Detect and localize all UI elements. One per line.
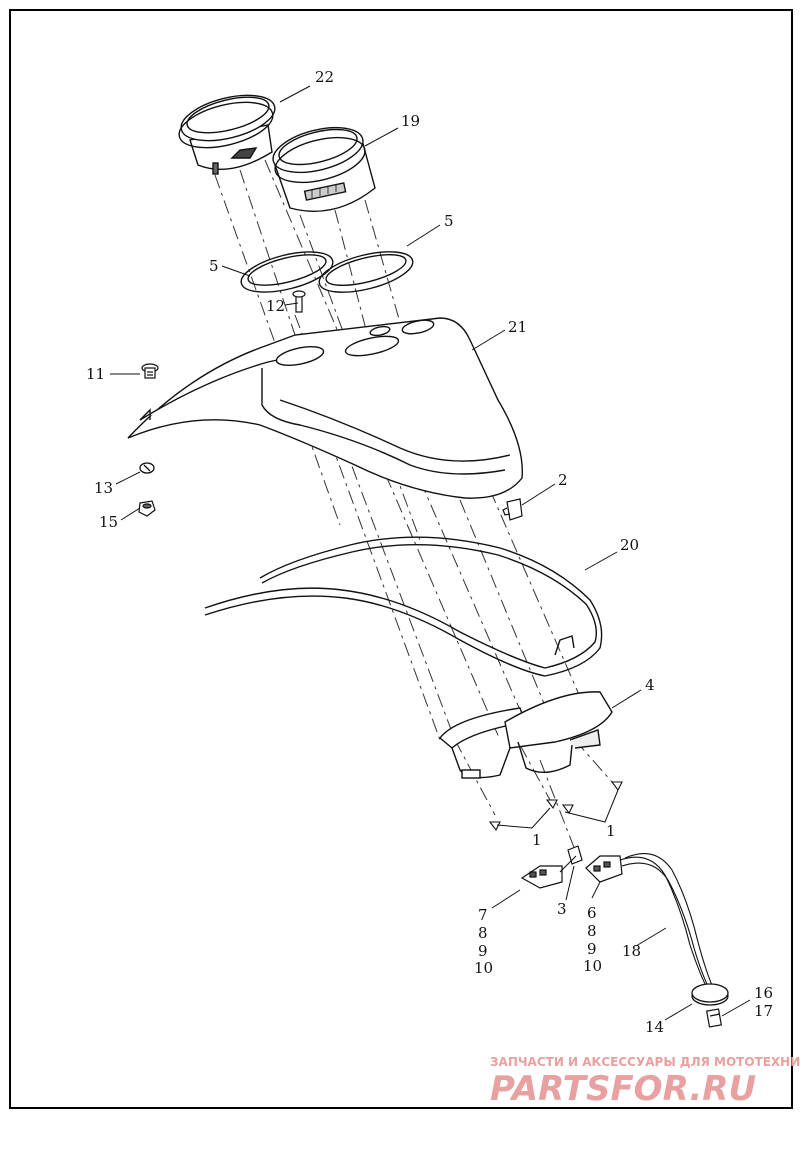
part-2-clip xyxy=(502,498,523,521)
part-5-gaskets xyxy=(240,251,414,293)
callout-16: 16 xyxy=(754,984,773,1002)
callout-5-left: 5 xyxy=(209,257,219,275)
callout-10-left: 10 xyxy=(474,959,493,977)
callout-19: 19 xyxy=(401,112,420,130)
alignment-lines xyxy=(214,159,613,851)
part-18-wiring-harness xyxy=(559,853,715,993)
callout-4: 4 xyxy=(645,676,655,694)
part-12-stud xyxy=(292,290,306,313)
callout-1-right: 1 xyxy=(606,822,616,840)
callout-1-left: 1 xyxy=(532,831,542,849)
part-19-tachometer xyxy=(272,126,376,212)
callout-15: 15 xyxy=(99,513,118,531)
callout-2: 2 xyxy=(558,471,568,489)
watermark-tagline: ЗАПЧАСТИ И АКСЕССУАРЫ ДЛЯ МОТОТЕХНИКИ xyxy=(490,1055,800,1069)
watermark-brand: PARTSFOR.RU xyxy=(490,1069,756,1109)
callout-8-right: 8 xyxy=(587,922,597,940)
part-14-grommet xyxy=(691,983,729,1006)
part-21-console-housing xyxy=(127,317,523,499)
callout-20: 20 xyxy=(620,536,639,554)
part-4-lower-bracket xyxy=(439,691,613,779)
watermark: ЗАПЧАСТИ И АКСЕССУАРЫ ДЛЯ МОТОТЕХНИКИ PA… xyxy=(490,1055,800,1109)
diagram-frame xyxy=(9,9,793,1109)
callout-5-right: 5 xyxy=(444,212,454,230)
callout-18: 18 xyxy=(622,942,641,960)
callout-9-left: 9 xyxy=(478,942,488,960)
callout-13: 13 xyxy=(94,479,113,497)
part-16-17-connector xyxy=(706,1008,722,1028)
callout-6: 6 xyxy=(587,904,597,922)
part-13-washer xyxy=(139,462,155,474)
part-22-speedometer xyxy=(178,94,276,175)
callout-21: 21 xyxy=(508,318,527,336)
callout-3: 3 xyxy=(557,900,567,918)
callout-12: 12 xyxy=(266,297,285,315)
callout-14: 14 xyxy=(645,1018,664,1036)
part-15-nut xyxy=(138,500,156,517)
callout-11: 11 xyxy=(86,365,105,383)
part-11-screw xyxy=(141,363,159,379)
callout-17: 17 xyxy=(754,1002,773,1020)
callout-22: 22 xyxy=(315,68,334,86)
part-1-screws xyxy=(488,781,623,832)
callout-8-left: 8 xyxy=(478,924,488,942)
callout-10-right: 10 xyxy=(583,957,602,975)
leader-lines xyxy=(110,85,751,1021)
part-20-trim-gasket xyxy=(204,536,603,677)
part-lamp-sockets xyxy=(520,845,623,889)
callout-7: 7 xyxy=(478,906,488,924)
callout-9-right: 9 xyxy=(587,940,597,958)
callout-labels: 22 19 5 5 12 21 11 13 15 2 20 4 1 1 7 8 … xyxy=(86,68,773,1036)
